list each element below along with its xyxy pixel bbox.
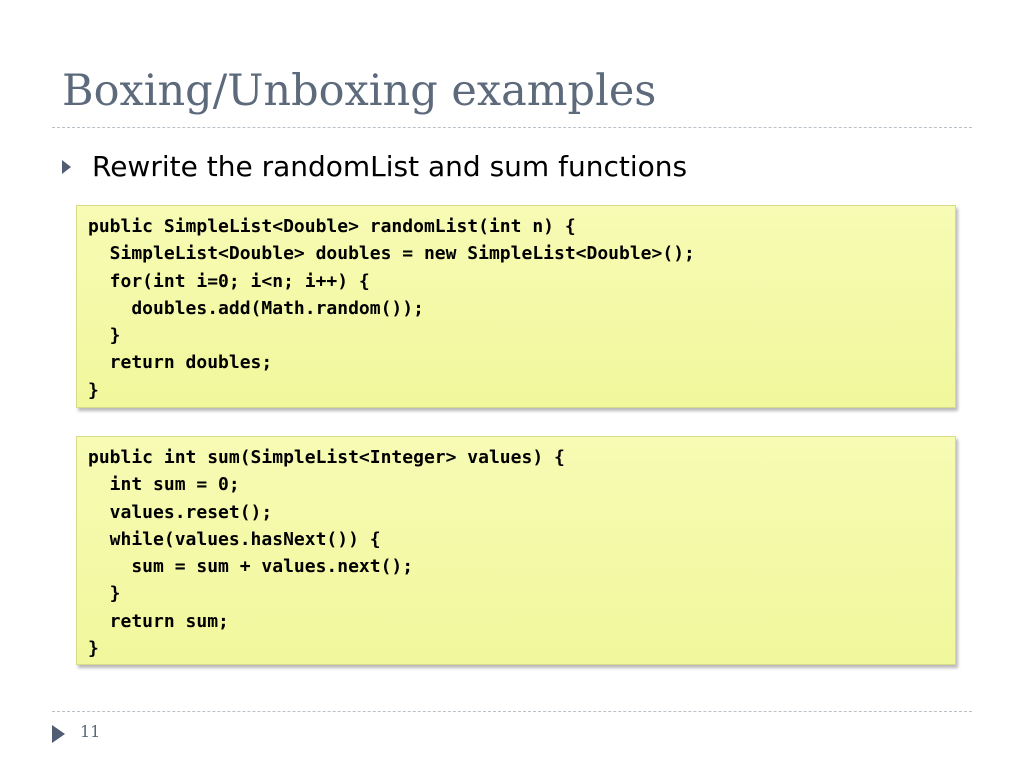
code-line: return doubles; [88, 352, 273, 374]
triangle-right-icon [52, 725, 65, 743]
code-line: } [88, 325, 121, 347]
code-line: while(values.hasNext()) { [88, 528, 381, 550]
page-number: 11 [80, 722, 101, 741]
code-line: SimpleList<Double> doubles = new SimpleL… [88, 243, 695, 265]
triangle-right-icon [62, 160, 71, 174]
slide-title: Boxing/Unboxing examples [62, 66, 657, 116]
code-line: } [88, 638, 99, 660]
code-line: } [88, 583, 121, 605]
code-line: public int sum(SimpleList<Integer> value… [88, 447, 565, 468]
footer-divider [52, 711, 972, 712]
bullet-item: Rewrite the randomList and sum functions [62, 146, 687, 186]
code-block-random-list: public SimpleList<Double> randomList(int… [76, 205, 956, 408]
code-line: values.reset(); [88, 501, 273, 523]
title-divider [52, 127, 972, 128]
code-line: int sum = 0; [88, 474, 240, 496]
code-line: return sum; [88, 610, 229, 632]
bullet-text: Rewrite the randomList and sum functions [92, 149, 688, 183]
code-line: } [88, 379, 99, 401]
code-line: doubles.add(Math.random()); [88, 297, 424, 319]
code-line: for(int i=0; i<n; i++) { [88, 270, 370, 292]
code-line: sum = sum + values.next(); [88, 556, 414, 578]
code-line: public SimpleList<Double> randomList(int… [88, 216, 576, 237]
code-block-sum: public int sum(SimpleList<Integer> value… [76, 436, 956, 665]
